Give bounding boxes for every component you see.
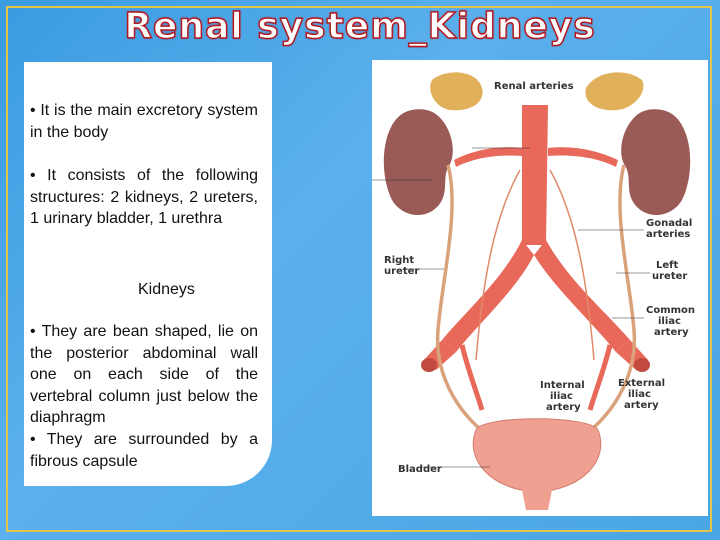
right-ureter <box>435 164 493 440</box>
label-right-2: ureter <box>384 266 419 277</box>
label-external-3: artery <box>624 400 659 411</box>
label-internal-1: Internal <box>540 380 585 391</box>
label-common-3: artery <box>654 327 689 338</box>
label-internal-2: iliac <box>550 391 573 402</box>
right-gonadal-artery <box>475 169 521 361</box>
kidneys-subheading: Kidneys <box>138 281 195 298</box>
slide-border <box>6 6 712 532</box>
right-renal-artery <box>454 147 522 167</box>
label-gonadal-1: Gonadal <box>646 218 692 229</box>
label-external-1: External <box>618 378 665 389</box>
label-right-1: Right <box>384 255 414 266</box>
renal-anatomy-illustration: Renal arteries Gonadal arteries Right ur… <box>372 72 695 510</box>
renal-anatomy-diagram: Renal arteries Gonadal arteries Right ur… <box>372 60 708 516</box>
label-renal-arteries: Renal arteries <box>494 81 574 92</box>
text-panel: • It is the main excretory system in the… <box>24 62 272 486</box>
label-left-2: ureter <box>652 271 687 282</box>
label-bladder: Bladder <box>398 464 442 475</box>
right-common-iliac <box>442 240 534 352</box>
left-gonadal-artery <box>549 169 595 361</box>
left-kidney <box>621 109 691 215</box>
left-iliac-end <box>634 358 650 372</box>
left-ureter <box>579 164 637 440</box>
label-common-1: Common <box>646 305 695 316</box>
intro-bullet: • It is the main excretory system in the… <box>30 102 258 141</box>
slide-title: Renal system_Kidneys <box>124 5 596 47</box>
label-common-2: iliac <box>658 316 681 327</box>
capsule-bullet: • They are surrounded by a fibrous capsu… <box>30 431 258 470</box>
left-renal-artery <box>548 147 618 167</box>
label-internal-3: artery <box>546 402 581 413</box>
aorta <box>522 105 548 245</box>
left-adrenal-gland <box>585 72 644 111</box>
label-left-1: Left <box>656 260 679 271</box>
right-kidney <box>383 109 453 215</box>
bladder <box>472 418 602 493</box>
kidneys-bullet: • They are bean shaped, lie on the poste… <box>30 323 258 426</box>
structures-bullet: • It consists of the following structure… <box>30 167 258 227</box>
right-iliac-end <box>421 358 437 372</box>
label-external-2: iliac <box>628 389 651 400</box>
right-internal-iliac <box>459 344 485 411</box>
label-gonadal-2: arteries <box>646 229 690 240</box>
right-adrenal-gland <box>430 72 483 111</box>
left-internal-iliac <box>587 344 613 411</box>
left-common-iliac <box>534 240 630 352</box>
urethra <box>522 490 552 510</box>
